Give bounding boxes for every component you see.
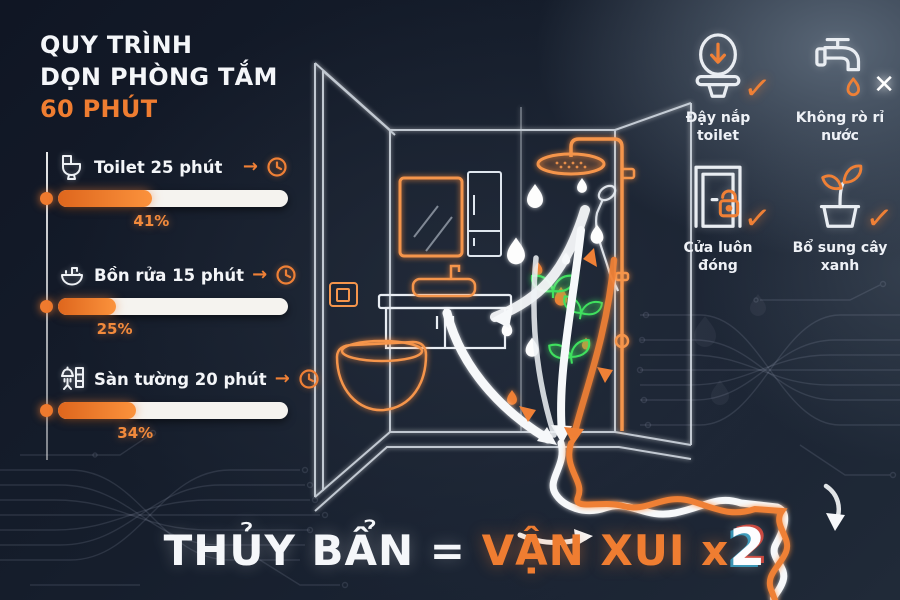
progress-percent: 41% [133,212,170,230]
clock-icon [266,156,288,178]
page-title: QUY TRÌNH DỌN PHÒNG TẮM 60 PHÚT [40,30,278,126]
faucet-drip-icon [815,37,861,97]
headline-mult-x: x [701,526,730,575]
tip-label: Đậy nắp toilet [685,110,751,144]
arrow-right-icon: → [274,368,290,389]
timeline-dot [40,300,53,313]
tip-label: Bổ sung cây xanh [792,239,888,274]
progress-bar: 41% [58,190,288,230]
timeline-dot [40,404,53,417]
headline-equals: = [429,526,466,575]
progress-fill: 25% [58,298,133,338]
progress-fill: 34% [58,402,153,442]
floor-wall-icon [58,365,86,393]
arrow-right-icon: → [242,156,258,177]
sink-icon [58,261,86,289]
task-label: Bồn rửa 15 phút [94,265,245,285]
door-lock-icon [694,165,742,228]
arrow-right-icon: → [252,264,268,285]
headline: THỦY BẨN = VẬN XUI x2 [0,518,900,578]
title-line2: DỌN PHÒNG TẮM [40,62,278,91]
progress-fill: 41% [58,190,169,230]
wall-outlet [329,282,358,307]
headline-right: VẬN XUI [481,526,686,575]
task-label: Sàn tường 20 phút [94,369,267,389]
headline-left: THỦY BẨN [163,526,415,575]
tip-label: Cửa luôn đóng [683,239,753,274]
toilet-icon [58,153,86,181]
clock-icon [298,368,320,390]
circuit-pattern-right [636,280,900,479]
check-icon: ✓ [742,197,773,239]
check-icon: ✓ [864,197,895,239]
check-icon: ✓ [742,67,773,109]
background-drops [694,294,766,405]
tip-no-leaks: ✕ Không rò rỉ nước [786,28,895,146]
task-label: Toilet 25 phút [94,157,223,177]
water-drops [501,177,604,405]
progress-bar: 34% [58,402,288,442]
leaves [530,274,604,364]
tips-grid: ✓ Đậy nắp toilet ✕ Không rò rỉ nước [664,28,895,276]
clock-icon [275,264,297,286]
x-icon: ✕ [873,70,895,100]
mirror [398,176,464,258]
room-wireframe [314,62,692,512]
task-sink: Bồn rửa 15 phút → 25% [58,260,296,338]
tip-close-toilet-lid: ✓ Đậy nắp toilet [664,28,773,146]
progress-percent: 25% [96,320,133,338]
sink-basin [411,264,477,298]
vanity [377,293,513,350]
timeline-rail [40,152,53,460]
flow-arrows [442,205,618,445]
toilet-lid-icon [695,33,741,98]
tip-label: Không rò rỉ nước [795,110,885,144]
toilet [335,339,428,412]
headline-mult-2: 2 [729,518,767,578]
title-line1: QUY TRÌNH [40,31,193,59]
title-highlight: 60 PHÚT [40,94,158,123]
tip-add-plants: ✓ Bổ sung cây xanh [786,158,895,276]
progress-bar: 25% [58,298,288,338]
wall-cabinet [467,171,502,257]
shower-set [536,137,636,431]
progress-percent: 34% [117,424,154,442]
task-floor-wall: Sàn tường 20 phút → 34% [58,364,319,442]
handheld-shower [595,184,620,292]
task-toilet: Toilet 25 phút → 41% [58,152,288,230]
timeline-dot [40,192,53,205]
tip-keep-door-closed: ✓ Cửa luôn đóng [664,158,773,276]
plant-pot-icon [819,164,863,228]
